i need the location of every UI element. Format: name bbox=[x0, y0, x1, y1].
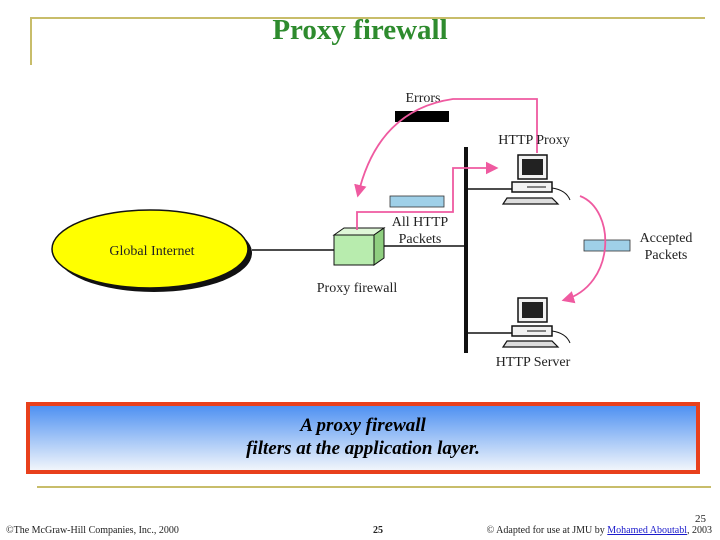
callout-line-1: A proxy firewall bbox=[300, 415, 426, 436]
all-http-label-line2: Packets bbox=[399, 232, 442, 247]
firewall-label: Proxy firewall bbox=[317, 281, 398, 296]
callout-line-2: filters at the application layer. bbox=[246, 438, 480, 459]
footer-copyright: ©The McGraw-Hill Companies, Inc., 2000 bbox=[6, 525, 179, 536]
footer-divider bbox=[37, 486, 711, 488]
title-frame-top bbox=[30, 17, 705, 19]
page-number: 25 bbox=[695, 513, 706, 525]
summary-callout: A proxy firewall filters at the applicat… bbox=[26, 402, 700, 474]
footer-attribution-prefix: © Adapted for use at JMU by bbox=[486, 525, 608, 536]
author-link[interactable]: Mohamed Aboutabl bbox=[607, 525, 687, 536]
firewall-box bbox=[332, 227, 386, 266]
all-http-packet bbox=[389, 195, 445, 208]
http-proxy-label: HTTP Proxy bbox=[498, 133, 569, 148]
global-internet-cloud bbox=[51, 209, 252, 292]
title-frame-left bbox=[30, 17, 32, 65]
footer-page-number: 25 bbox=[373, 525, 383, 536]
accepted-label-line2: Packets bbox=[645, 248, 688, 263]
errors-packet bbox=[395, 111, 449, 122]
http-server-label: HTTP Server bbox=[496, 355, 571, 370]
all-http-label-line1: All HTTP bbox=[392, 215, 449, 230]
slide-title: Proxy firewall bbox=[272, 14, 448, 46]
accepted-packet bbox=[583, 239, 631, 252]
accepted-label-line1: Accepted bbox=[640, 231, 693, 246]
arrow-firewall-to-proxy bbox=[356, 161, 499, 230]
footer-attribution-suffix: , 2003 bbox=[687, 525, 712, 536]
footer-attribution: © Adapted for use at JMU by Mohamed Abou… bbox=[487, 525, 712, 536]
proxy-firewall-diagram: Global Internet Proxy firewall Errors Al… bbox=[51, 91, 693, 370]
errors-label: Errors bbox=[406, 91, 441, 106]
cloud-label: Global Internet bbox=[109, 244, 194, 259]
http-proxy-computer-icon bbox=[501, 154, 571, 205]
arrow-errors-to-firewall bbox=[354, 98, 538, 198]
arrow-accepted-to-server bbox=[561, 195, 607, 304]
http-server-computer-icon bbox=[501, 297, 571, 348]
